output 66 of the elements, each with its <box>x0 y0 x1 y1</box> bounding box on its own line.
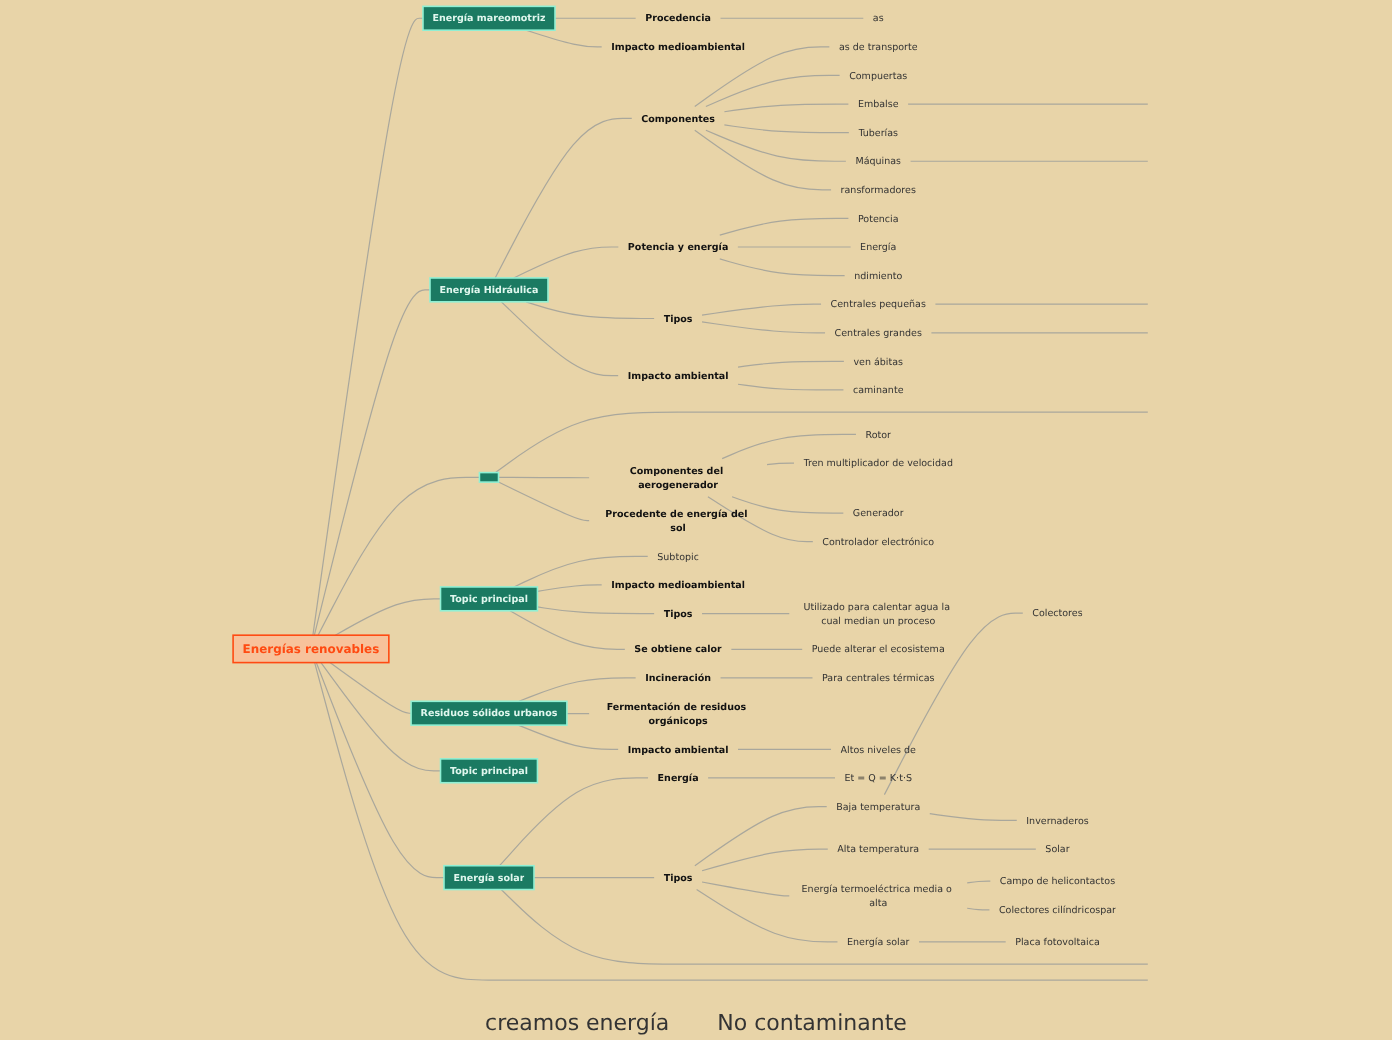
connector-line <box>494 411 1149 474</box>
connector-line <box>536 606 655 615</box>
connector-line <box>966 907 991 911</box>
connector-line <box>320 662 442 772</box>
connector-line <box>536 584 603 592</box>
connector-line <box>694 805 828 867</box>
connector-line <box>701 303 822 316</box>
connector-line <box>513 555 649 588</box>
connector-line <box>696 888 839 943</box>
connector-line <box>509 610 626 650</box>
topic-box <box>478 471 500 483</box>
connector-line <box>928 848 1037 850</box>
connector-line <box>500 888 1149 965</box>
connector-line <box>723 124 850 134</box>
connector-line <box>719 677 814 679</box>
connector-line <box>707 777 836 779</box>
connector-line <box>499 777 649 867</box>
connector-line <box>719 17 864 19</box>
connector-line <box>701 881 790 897</box>
connector-line <box>497 476 590 479</box>
connector-line <box>737 748 832 750</box>
connector-line <box>314 662 1149 981</box>
connector-line <box>719 217 849 236</box>
connector-line <box>918 941 1007 943</box>
connector-line <box>334 598 442 636</box>
connector-line <box>554 17 637 19</box>
connector-line <box>329 662 412 714</box>
connector-line <box>907 103 1149 105</box>
connector-line <box>312 17 424 636</box>
connector-line <box>315 662 445 879</box>
connector-line <box>910 160 1149 162</box>
connector-line <box>721 433 857 460</box>
connector-line <box>719 258 846 277</box>
connector-line <box>966 880 991 884</box>
connector-line <box>934 303 1149 305</box>
connector-line <box>517 724 619 750</box>
connector-line <box>525 29 603 48</box>
connector-line <box>497 481 590 522</box>
note-text: creamos energía <box>485 1010 670 1036</box>
connector-line <box>525 301 655 320</box>
connector-line <box>317 476 481 636</box>
connector-line <box>705 74 841 108</box>
connector-line <box>930 332 1149 334</box>
connector-line <box>737 360 845 368</box>
connector-line <box>694 46 830 108</box>
connector-line <box>701 321 826 334</box>
connector-line <box>513 246 619 279</box>
connector-line <box>518 677 637 702</box>
connector-line <box>694 129 832 191</box>
connector-line <box>766 462 795 466</box>
connector-line <box>929 813 1018 822</box>
connector-line <box>701 848 829 872</box>
connector-line <box>494 117 633 279</box>
connector-line <box>500 301 619 377</box>
connector-line <box>723 103 849 113</box>
note-text: No contaminante <box>717 1010 907 1036</box>
connector-line <box>701 612 790 615</box>
connector-line <box>730 648 803 650</box>
connector-line <box>707 496 814 543</box>
connector-line <box>883 612 1024 796</box>
connector-line <box>533 877 655 879</box>
connector-line <box>566 712 590 715</box>
connector-line <box>731 496 844 514</box>
connector-line <box>737 383 845 391</box>
connector-line <box>705 129 847 162</box>
connector-line <box>313 289 431 636</box>
